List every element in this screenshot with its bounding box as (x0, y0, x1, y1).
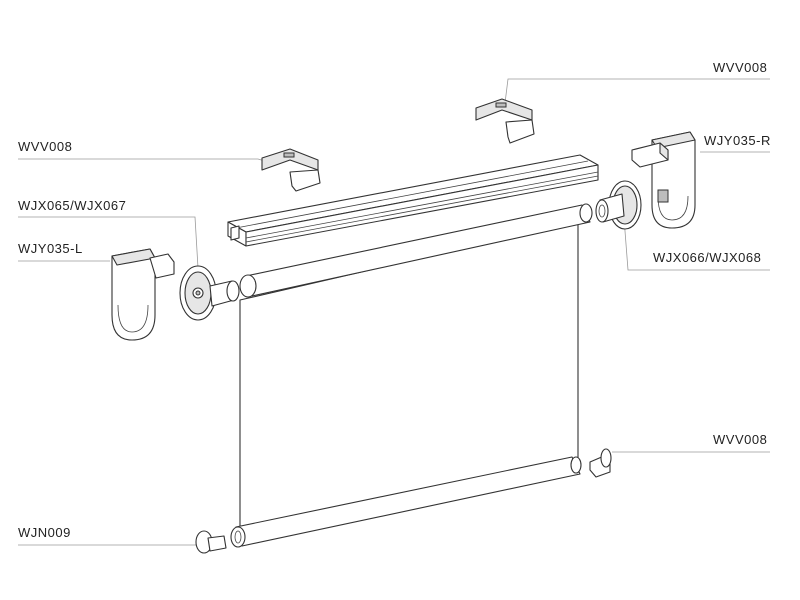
leader-right-tube-plug (623, 217, 770, 271)
label-left-tube-plug: WJX065/WJX067 (18, 198, 127, 213)
right-end-bracket (631, 131, 696, 229)
top-left-bracket (261, 148, 321, 192)
label-bottom-right-cap: WVV008 (713, 432, 768, 447)
leader-top-left-bracket (18, 158, 269, 163)
leader-lines (18, 78, 770, 546)
right-tube-plug (595, 180, 642, 230)
bottom-left-end-cap (195, 530, 227, 554)
leader-top-right-bracket (504, 78, 770, 104)
leader-left-tube-plug (18, 216, 199, 269)
bottom-right-end-cap (589, 448, 612, 478)
label-left-end-bracket: WJY035-L (18, 241, 83, 256)
top-right-bracket (475, 98, 535, 144)
label-top-right-bracket: WVV008 (713, 60, 768, 75)
label-bottom-left-cap: WJN009 (18, 525, 71, 540)
left-tube-plug (179, 265, 240, 321)
roller-tube-top (239, 203, 593, 298)
left-end-bracket (111, 248, 175, 341)
label-right-tube-plug: WJX066/WJX068 (653, 250, 762, 265)
label-top-left-bracket: WVV008 (18, 139, 73, 154)
label-right-end-bracket: WJY035-R (704, 133, 771, 148)
headrail (227, 154, 599, 247)
bottom-bar (230, 456, 582, 548)
